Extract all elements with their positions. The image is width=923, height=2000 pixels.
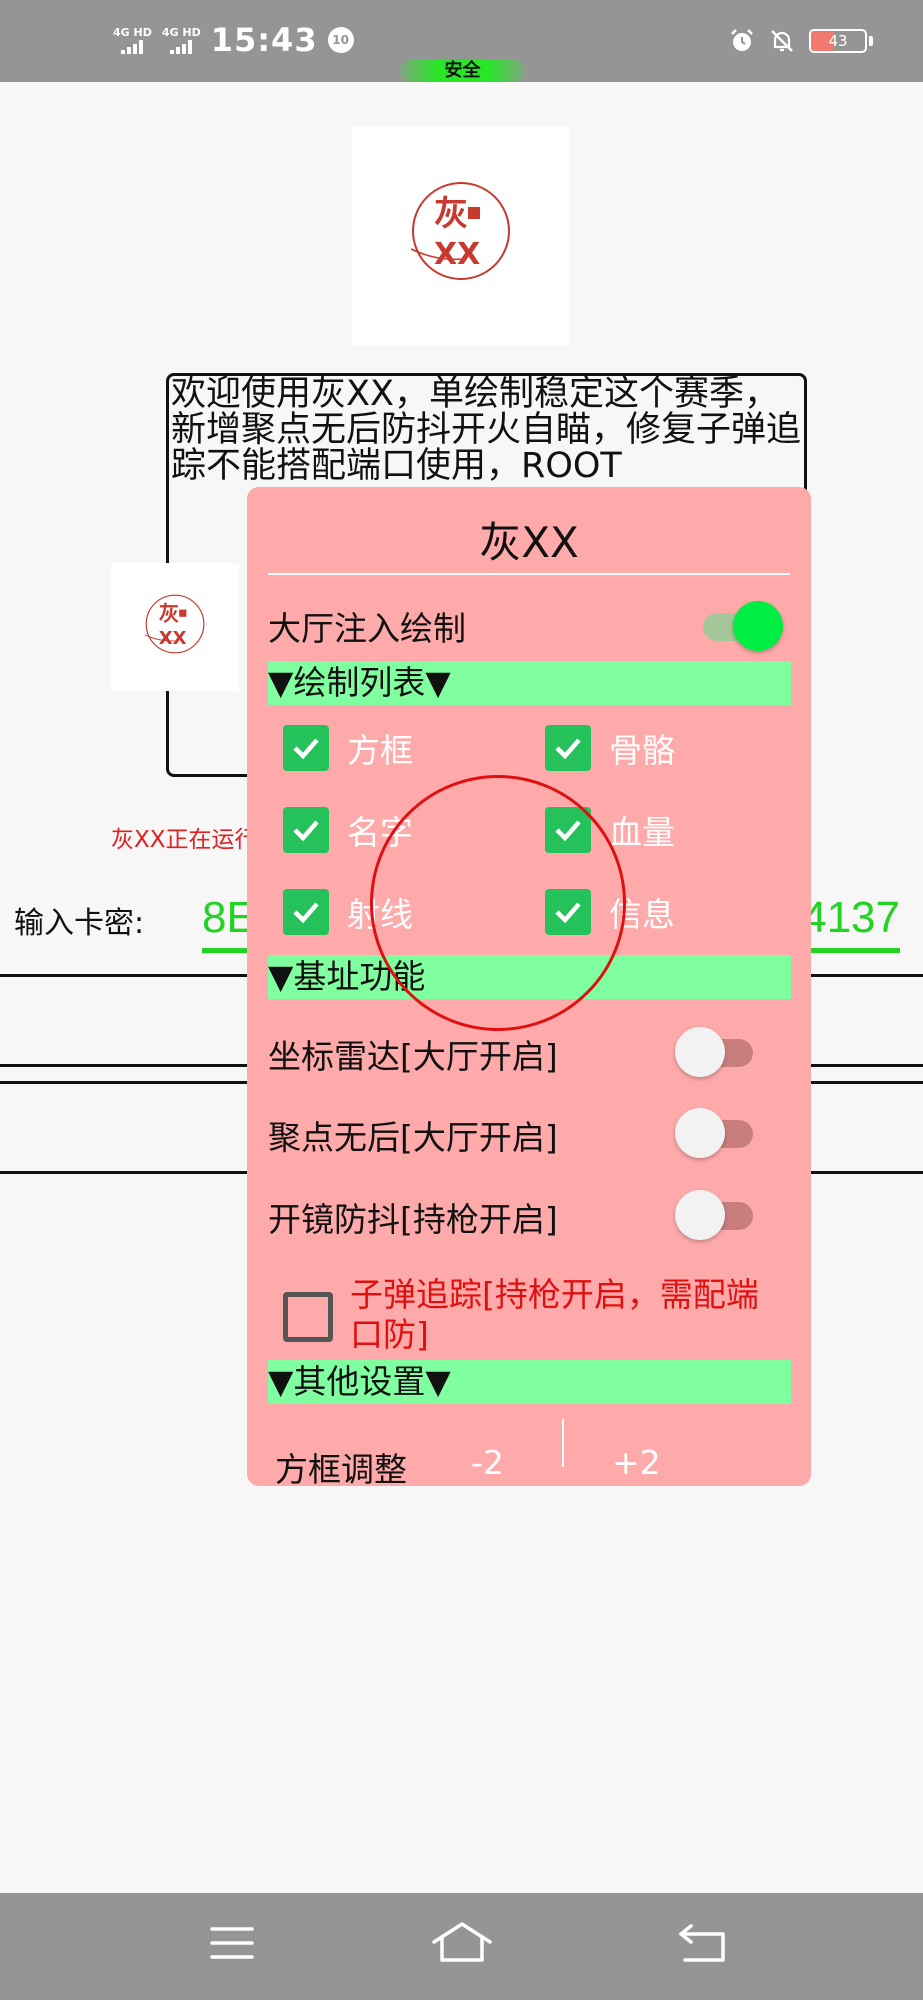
frame-adjust-plus-button[interactable]: +2 xyxy=(612,1443,661,1482)
check-box-esp[interactable]: 方框 xyxy=(283,724,413,772)
menu-icon xyxy=(210,1927,254,1959)
adjust-divider xyxy=(562,1419,564,1467)
frame-adjust-label: 方框调整 xyxy=(275,1450,407,1486)
signal-icon: 4G HD xyxy=(113,27,152,54)
back-button[interactable] xyxy=(667,1913,737,1973)
checkbox-checked-icon xyxy=(283,807,329,853)
radar-label: 坐标雷达[大厅开启] xyxy=(268,1037,558,1076)
network-type-1: 4G HD xyxy=(113,25,152,39)
battery-text: 43 xyxy=(828,32,848,50)
section-other-settings[interactable]: ▼其他设置▼ xyxy=(268,1360,791,1404)
svg-text:XX: XX xyxy=(159,628,187,649)
signal-icon: 4G HD xyxy=(162,27,201,54)
check-label-box: 方框 xyxy=(347,731,413,770)
status-left: 4G HD 4G HD 15:43 10 xyxy=(113,20,354,60)
check-label-skeleton: 骨骼 xyxy=(609,731,675,770)
back-icon xyxy=(679,1924,725,1962)
radar-toggle[interactable] xyxy=(675,1024,759,1080)
checkbox-checked-icon xyxy=(283,889,329,935)
logo-seal-icon: 灰 XX xyxy=(410,182,510,280)
notification-badge-icon: 10 xyxy=(327,27,354,53)
check-skeleton[interactable]: 骨骼 xyxy=(545,724,675,772)
battery-level xyxy=(811,31,835,51)
navigation-bar xyxy=(0,1893,923,2000)
security-label: 安全 xyxy=(400,60,525,82)
scope-stabilize-toggle[interactable] xyxy=(675,1187,759,1243)
no-recoil-toggle[interactable] xyxy=(675,1105,759,1161)
section-draw-list[interactable]: ▼绘制列表▼ xyxy=(268,661,791,705)
svg-text:XX: XX xyxy=(434,237,480,272)
svg-text:灰: 灰 xyxy=(434,194,468,234)
key-value-start: 8E xyxy=(202,893,256,942)
battery-cap xyxy=(869,36,873,46)
scope-stabilize-label: 开镜防抖[持枪开启] xyxy=(268,1200,558,1239)
floating-circle-handle[interactable] xyxy=(370,775,626,1031)
lobby-draw-toggle[interactable] xyxy=(699,598,783,654)
network-type-2: 4G HD xyxy=(161,25,201,39)
panel-title: 灰XX xyxy=(479,518,579,567)
alarm-icon xyxy=(731,29,753,51)
frame-adjust-minus-button[interactable]: -2 xyxy=(471,1443,504,1482)
key-input-label: 输入卡密: xyxy=(14,906,145,941)
home-icon xyxy=(432,1922,492,1962)
mute-icon xyxy=(771,30,793,52)
title-divider xyxy=(268,573,790,575)
logo-seal-icon: 灰 XX xyxy=(144,594,205,654)
battery-icon: 43 xyxy=(809,29,867,53)
bullet-track-label: 子弹追踪[持枪开启，需配端口防] xyxy=(350,1275,759,1354)
status-right: 43 xyxy=(729,28,873,54)
clock: 15:43 xyxy=(210,21,318,59)
checkbox-checked-icon xyxy=(545,725,591,771)
no-recoil-label: 聚点无后[大厅开启] xyxy=(268,1118,558,1157)
floating-logo-button[interactable]: 灰 XX xyxy=(111,563,239,691)
app-logo: 灰 XX xyxy=(352,127,570,345)
home-button[interactable] xyxy=(427,1913,497,1973)
check-label-health: 血量 xyxy=(609,813,675,852)
svg-text:灰: 灰 xyxy=(159,601,179,625)
lobby-draw-label: 大厅注入绘制 xyxy=(268,609,466,648)
bullet-track-checkbox[interactable] xyxy=(283,1292,333,1342)
checkbox-checked-icon xyxy=(283,725,329,771)
menu-button[interactable] xyxy=(197,1913,267,1973)
key-value-end: 4137 xyxy=(802,893,900,942)
